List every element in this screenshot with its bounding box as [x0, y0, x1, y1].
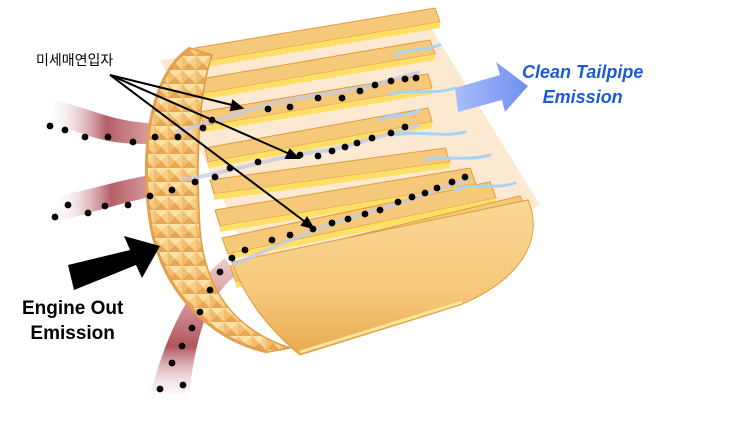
particle [344, 215, 352, 223]
leader-arrow-top [109, 74, 237, 107]
clean-outflow-wisps [378, 43, 517, 192]
filter-body [144, 7, 540, 356]
particle [81, 133, 89, 141]
clean-emission-label-line2: Emission [542, 87, 623, 107]
arrowhead-icon [229, 99, 245, 112]
particle [228, 254, 236, 262]
particle [188, 324, 196, 332]
particle [211, 173, 219, 181]
clean-emission-label-line1: Clean Tailpipe [522, 62, 644, 82]
particle [129, 138, 137, 146]
engine-out-label-line2: Emission [30, 323, 115, 344]
engine-out-arrow-icon [68, 236, 160, 290]
particle [341, 143, 349, 151]
particle [101, 202, 109, 210]
particle [387, 129, 395, 137]
particle [296, 151, 304, 159]
particle-label: 미세매연입자 [36, 53, 114, 69]
clean-emission-label: Clean Tailpipe Emission [522, 60, 643, 110]
particle [206, 286, 214, 294]
particle [448, 178, 456, 186]
particle [64, 201, 72, 209]
particle [328, 147, 336, 155]
particle [286, 103, 294, 111]
particles [46, 74, 469, 393]
particle [368, 134, 376, 142]
particle [51, 213, 59, 221]
particle [196, 308, 204, 316]
particle-leader-arrows [109, 74, 316, 230]
clean-emission-arrow-icon [455, 62, 528, 112]
particle [199, 124, 207, 132]
particle [178, 342, 186, 350]
particle [401, 75, 409, 83]
particle [461, 173, 469, 181]
arrowhead-icon [284, 148, 301, 159]
particle [254, 158, 262, 166]
particle [104, 133, 112, 141]
particle [314, 94, 322, 102]
engine-out-label-line1: Engine Out [22, 298, 124, 319]
particle [376, 206, 384, 214]
engine-out-label: Engine Out Emission [22, 296, 123, 346]
particle [146, 192, 154, 200]
leader-arrow-bottom [109, 74, 309, 225]
particle [124, 201, 132, 209]
particle [412, 74, 420, 82]
particle [371, 81, 379, 89]
particle [361, 210, 369, 218]
particle [179, 381, 187, 389]
particle [46, 122, 54, 130]
filter-shell [231, 199, 534, 356]
particle [264, 105, 272, 113]
arrowhead-icon [300, 216, 316, 230]
particle [328, 219, 336, 227]
particle [168, 186, 176, 194]
particle [338, 94, 346, 102]
particle [408, 193, 416, 201]
particle [433, 184, 441, 192]
particle [156, 385, 164, 393]
particle [314, 152, 322, 160]
particle [216, 268, 224, 276]
particle [191, 178, 199, 186]
particle [286, 231, 294, 239]
particle [84, 209, 92, 217]
particle [356, 87, 364, 95]
particle [151, 133, 159, 141]
particle [421, 189, 429, 197]
particle [401, 123, 409, 131]
leader-arrow-middle [109, 74, 293, 156]
particle [353, 139, 361, 147]
particle [174, 133, 182, 141]
particle [61, 126, 69, 134]
particle [394, 198, 402, 206]
particle [168, 359, 176, 367]
particle [387, 77, 395, 85]
particle [268, 236, 276, 244]
particle [241, 246, 249, 254]
